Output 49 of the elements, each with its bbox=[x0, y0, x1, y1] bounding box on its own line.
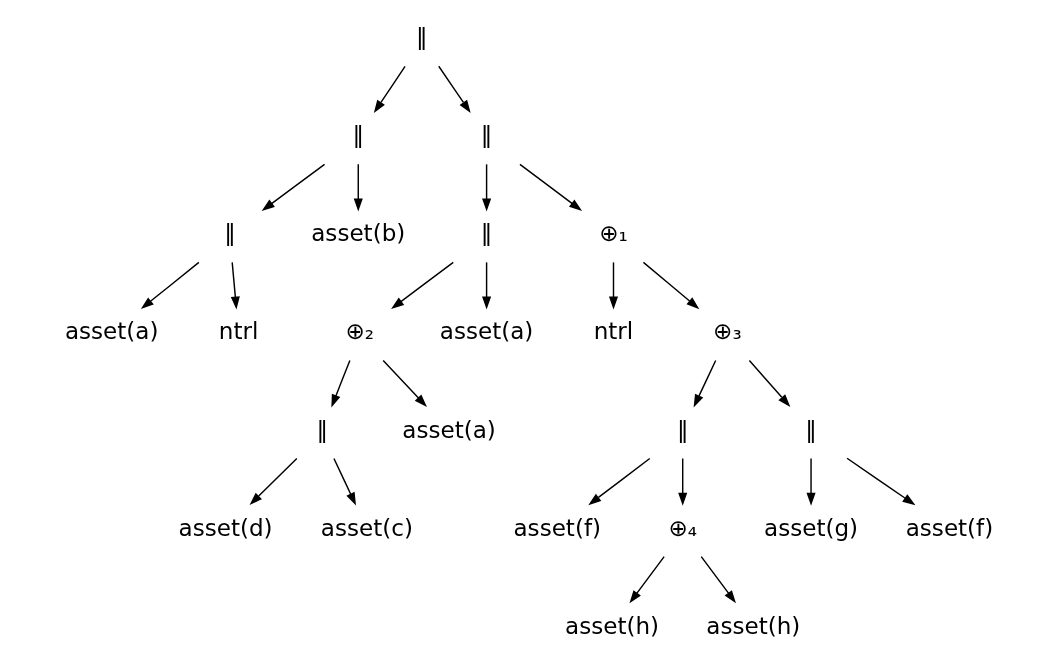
arrow bbox=[230, 261, 240, 310]
node-text: ⊕₄ bbox=[667, 514, 697, 541]
arrow bbox=[249, 457, 298, 506]
node-text: asset(d) bbox=[178, 514, 273, 541]
arrow bbox=[330, 359, 351, 408]
node-text: ntrl bbox=[218, 318, 258, 345]
arrow bbox=[373, 65, 406, 114]
node-text: asset(g) bbox=[763, 514, 858, 541]
arrow bbox=[608, 261, 618, 310]
arrow bbox=[518, 163, 582, 211]
arrow bbox=[481, 163, 491, 212]
arrow bbox=[628, 555, 665, 604]
arrow bbox=[748, 359, 790, 408]
arrow bbox=[353, 163, 363, 212]
arrow bbox=[806, 457, 816, 506]
arrow bbox=[700, 555, 736, 604]
node-text: ntrl bbox=[593, 318, 633, 345]
node-text: ‖ bbox=[804, 416, 817, 443]
node-text: ‖ bbox=[315, 416, 328, 443]
arrow bbox=[140, 261, 200, 310]
arrow bbox=[481, 261, 491, 310]
arrow bbox=[693, 359, 716, 408]
node-text: ⊕₃ bbox=[712, 318, 742, 345]
arrow bbox=[587, 457, 650, 506]
node-text: ‖ bbox=[223, 220, 236, 247]
arrow bbox=[390, 261, 454, 310]
node-text: asset(a) bbox=[64, 318, 158, 345]
arrow bbox=[332, 457, 356, 506]
node-text: asset(f) bbox=[905, 514, 993, 541]
node-text: ‖ bbox=[415, 24, 427, 51]
node-text: asset(h) bbox=[564, 612, 659, 639]
node-text: ⊕₂ bbox=[344, 318, 374, 345]
node-text: ⊕₁ bbox=[598, 220, 628, 247]
node-text: ‖ bbox=[480, 122, 492, 149]
node-text: asset(a) bbox=[401, 416, 496, 443]
node-text: ‖ bbox=[352, 122, 364, 149]
arrow bbox=[845, 457, 915, 506]
node-text: asset(h) bbox=[705, 612, 800, 639]
node-text: ‖ bbox=[676, 416, 688, 443]
node-text: asset(f) bbox=[513, 514, 601, 541]
arrow bbox=[437, 65, 471, 114]
node-text: asset(b) bbox=[310, 220, 405, 247]
arrow bbox=[261, 163, 325, 211]
node-text: ‖ bbox=[480, 220, 492, 247]
node-text: asset(c) bbox=[320, 514, 413, 541]
arrow bbox=[677, 457, 687, 506]
arrow bbox=[381, 359, 427, 408]
arrow bbox=[642, 261, 699, 310]
node-text: asset(a) bbox=[439, 318, 533, 345]
